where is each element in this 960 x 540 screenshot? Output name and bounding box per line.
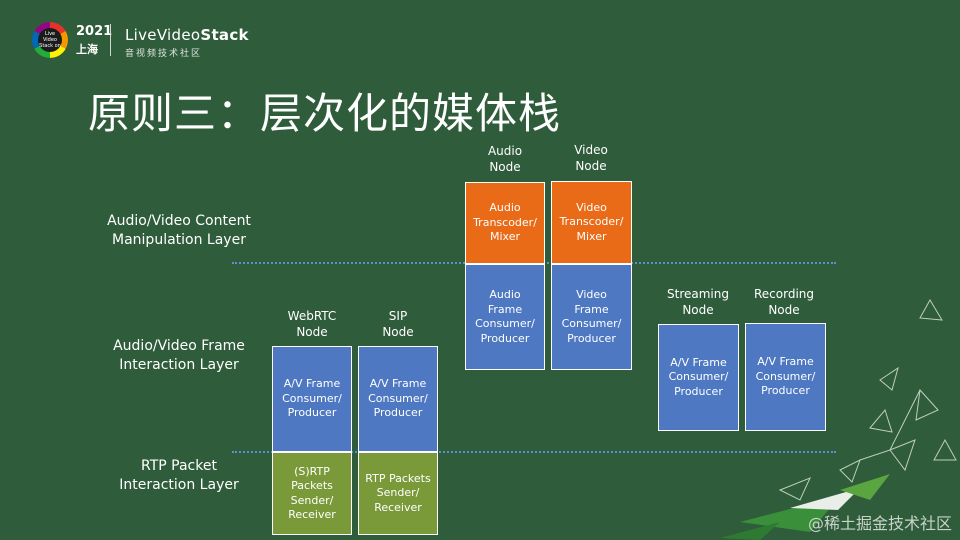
watermark: @稀土掘金技术社区 <box>807 514 952 533</box>
brand-logo: LiveVideoStack <box>125 26 249 44</box>
header-divider <box>110 24 111 56</box>
conference-logo-text: Live Video Stack on <box>38 28 62 52</box>
conference-city: 上海 <box>76 43 98 56</box>
brand-prefix: LiveVideo <box>125 26 201 44</box>
brand-suffix: Stack <box>200 26 249 44</box>
packet-layer-divider <box>232 451 836 453</box>
decorative-polygon-art <box>720 299 957 540</box>
brand-subtitle: 音视频技术社区 <box>125 49 203 59</box>
slide-title: 原则三：层次化的媒体栈 <box>88 89 562 138</box>
conference-year: 2021 <box>76 24 113 39</box>
